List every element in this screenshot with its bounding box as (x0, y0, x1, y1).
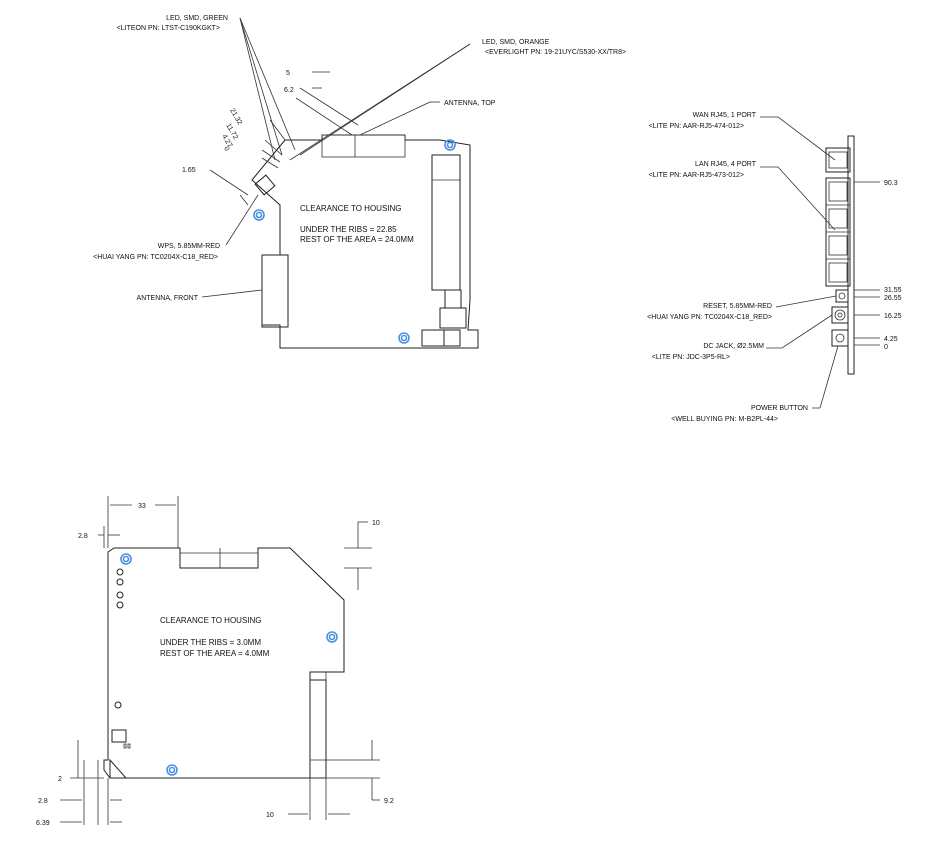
dcjack-label-1: DC JACK, Ø2.5MM (703, 343, 764, 350)
top-clearance-line-2: REST OF THE AREA = 24.0MM (300, 235, 414, 244)
antenna-front-label: ANTENNA, FRONT (137, 295, 199, 302)
bottom-dim-9-2: 9.2 (384, 798, 394, 805)
bottom-hole-3 (166, 764, 178, 776)
side-dim-4-25: 4.25 (884, 336, 898, 343)
antenna-front-body (261, 254, 289, 328)
bottom-hole-1 (120, 553, 132, 565)
wan-label-1: WAN RJ45, 1 PORT (693, 112, 757, 119)
dc-jack-shape (831, 306, 849, 324)
bottom-clearance-line-2: REST OF THE AREA = 4.0MM (160, 649, 270, 658)
top-connector-a (444, 289, 462, 309)
dcjack-label-2: <LITE PN: JDC-3P5-RL> (652, 354, 730, 361)
top-clearance-title: CLEARANCE TO HOUSING (300, 204, 402, 213)
power-button-shape (831, 329, 849, 347)
wps-button-shape (254, 174, 276, 196)
bottom-hole-2 (326, 631, 338, 643)
top-clearance-line-1: UNDER THE RIBS = 22.85 (300, 225, 397, 234)
wan-port (825, 147, 851, 173)
reset-button-shape (835, 289, 849, 303)
bottom-clearance-line-1: UNDER THE RIBS = 3.0MM (160, 638, 261, 647)
bottom-dim-2-8-top: 2.8 (78, 533, 88, 540)
led-green-label-1: LED, SMD, GREEN (166, 15, 228, 22)
top-connector-c (421, 329, 445, 347)
bottom-rib-right (309, 679, 327, 779)
top-dim-0: 0 (222, 146, 230, 153)
bottom-dim-6-39: 6.39 (36, 820, 50, 827)
top-connector-d (443, 329, 461, 347)
side-dim-0: 0 (884, 344, 888, 351)
side-dim-26-55: 26.55 (884, 295, 902, 302)
side-dim-16-25: 16.25 (884, 313, 902, 320)
side-view: WAN RJ45, 1 PORT <LITE PN: AAR-RJ5-474-0… (647, 112, 902, 423)
side-panel-outline (847, 135, 855, 375)
led-orange-label-2: <EVERLIGHT PN: 19-21UYC/S530-XX/TR8> (485, 49, 626, 56)
top-view: LED, SMD, GREEN <LITEON PN: LTST-C190KGK… (93, 15, 626, 349)
bottom-dim-2-8-bottom: 2.8 (38, 798, 48, 805)
top-connector-b (439, 307, 467, 329)
lan-label-1: LAN RJ45, 4 PORT (695, 161, 757, 168)
top-hole-1 (444, 139, 456, 151)
reset-label-1: RESET, 5.85MM-RED (703, 303, 772, 310)
top-dim-6-2: 6.2 (284, 87, 294, 94)
bottom-clearance-title: CLEARANCE TO HOUSING (160, 616, 262, 625)
wps-label-1: WPS, 5.85MM-RED (158, 243, 220, 250)
bottom-dim-10-bottom: 10 (266, 812, 274, 819)
reset-label-2: <HUAI YANG PN: TC0204X-C18_RED> (647, 314, 772, 321)
side-dim-31-55: 31.55 (884, 287, 902, 294)
top-dim-5: 5 (286, 70, 290, 77)
led-green-label-2: <LITEON PN: LTST-C190KGKT> (117, 25, 220, 32)
wan-label-2: <LITE PN: AAR-RJ5-474-012> (649, 123, 744, 130)
bottom-dim-10-top: 10 (372, 520, 380, 527)
bottom-dim-33: 33 (138, 503, 146, 510)
bottom-view: CLEARANCE TO HOUSING UNDER THE RIBS = 3.… (36, 496, 394, 827)
top-dim-1-65: 1.65 (182, 167, 196, 174)
led-orange-label-1: LED, SMD, ORANGE (482, 39, 550, 46)
power-label-2: <WELL BUYING PN: M-B2PL-44> (671, 416, 778, 423)
lan-label-2: <LITE PN: AAR-RJ5-473-012> (649, 172, 744, 179)
wps-label-2: <HUAI YANG PN: TC0204X-C18_RED> (93, 254, 218, 261)
top-hole-3 (398, 332, 410, 344)
power-label-1: POWER BUTTON (751, 405, 808, 412)
side-dim-90-3: 90.3 (884, 180, 898, 187)
bottom-dim-2: 2 (58, 776, 62, 783)
antenna-top-body (431, 154, 461, 291)
top-hole-2 (253, 209, 265, 221)
bottom-board-outline (103, 547, 345, 779)
antenna-top-label: ANTENNA, TOP (444, 100, 496, 107)
